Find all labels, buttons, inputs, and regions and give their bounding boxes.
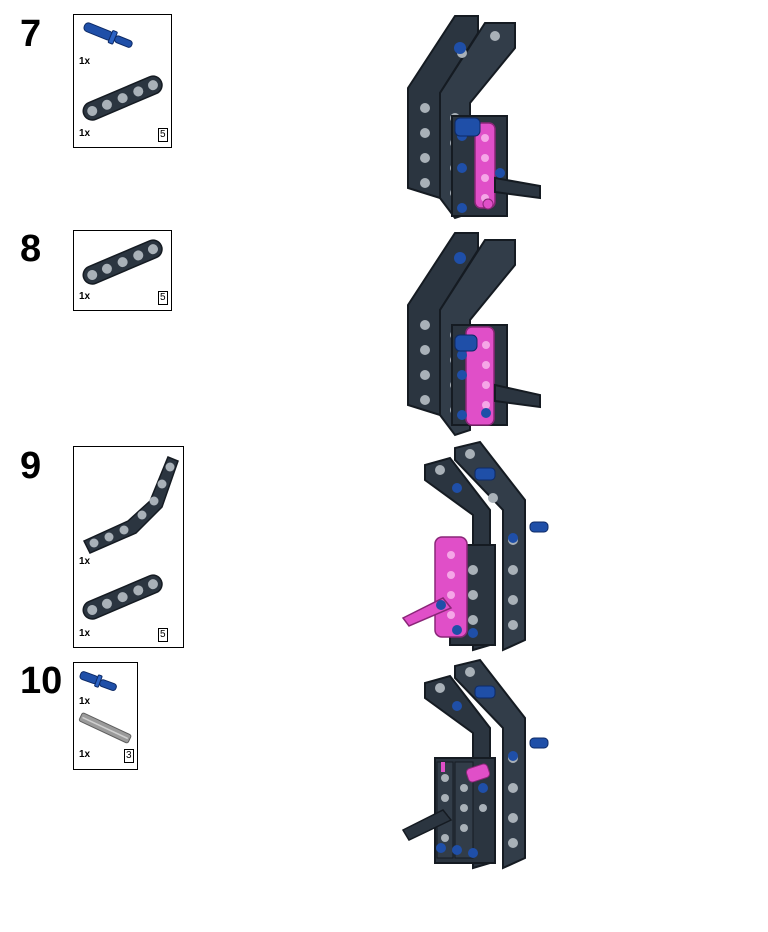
- step-9-assembly: [401, 440, 549, 652]
- part-length-badge: 5: [158, 128, 168, 142]
- straight-beam-icon: [82, 574, 163, 620]
- part-quantity: 1x: [79, 696, 91, 707]
- step-number: 7: [20, 13, 42, 55]
- straight-beam-icon: [82, 239, 163, 285]
- bent-beam-icon: [82, 456, 179, 554]
- straight-beam-icon: [82, 75, 163, 121]
- part-quantity: 1x: [79, 556, 91, 567]
- part-quantity: 1x: [79, 56, 91, 67]
- part-quantity: 1x: [79, 128, 91, 139]
- step-number: 10: [20, 660, 63, 702]
- part-quantity: 1x: [79, 628, 91, 639]
- step-8-assembly: [407, 232, 541, 437]
- step-10-assembly: [401, 658, 549, 870]
- parts-list-callout: 1x 5: [73, 230, 172, 311]
- part-length-badge: 3: [124, 749, 134, 763]
- grey-axle-icon: [78, 712, 132, 744]
- step-number: 8: [20, 228, 42, 270]
- parts-list-callout: 1x 1x 5: [73, 14, 172, 148]
- parts-list-callout: 1x 1x 3: [73, 662, 138, 770]
- part-length-badge: 5: [158, 628, 168, 642]
- blue-axle-pin-icon: [79, 671, 117, 691]
- parts-list-callout: 1x 1x 5: [73, 446, 184, 648]
- step-number: 9: [20, 445, 42, 487]
- part-quantity: 1x: [79, 291, 91, 302]
- step-7-assembly: [407, 15, 541, 220]
- part-length-badge: 5: [158, 291, 168, 305]
- blue-axle-pin-icon: [83, 22, 133, 48]
- part-quantity: 1x: [79, 749, 91, 760]
